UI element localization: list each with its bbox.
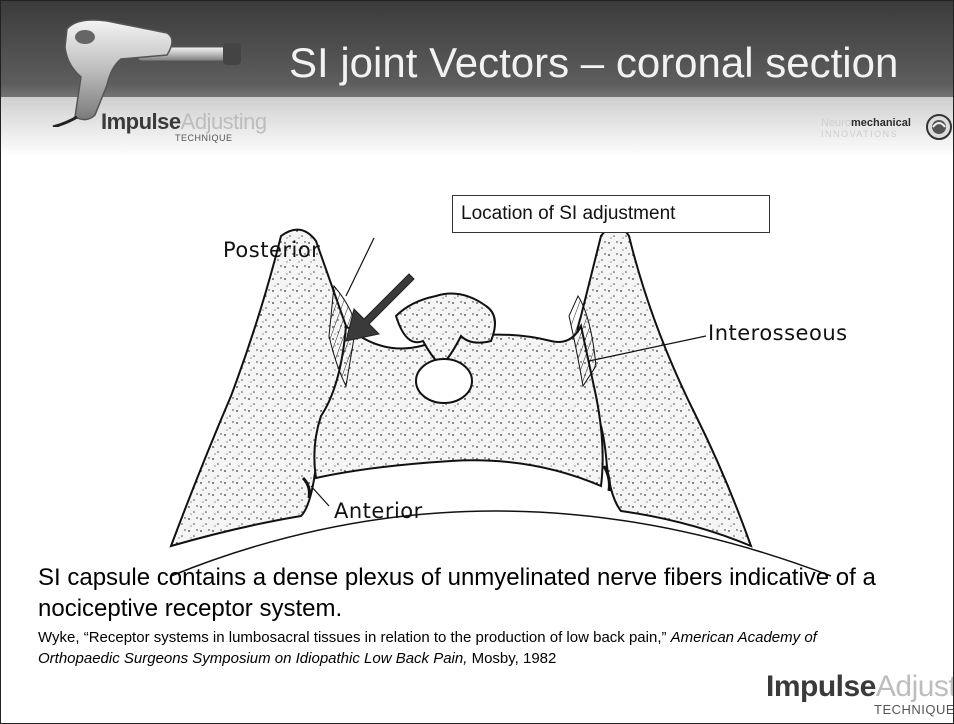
logo-sub-technique-footer: TECHNIQUE xyxy=(874,702,954,717)
logo-mechanical: mechanical xyxy=(851,117,911,129)
label-anterior: Anterior xyxy=(334,499,423,523)
seal-icon xyxy=(925,113,953,146)
callout-box: Location of SI adjustment xyxy=(452,195,770,233)
impulse-logo-footer: ImpulseAdjusting TECHNIQUE xyxy=(766,670,954,704)
logo-word-adjusting: Adjusting xyxy=(181,109,267,134)
impulse-logo-header: ImpulseAdjusting TECHNIQUE xyxy=(101,109,267,135)
logo-word-impulse-footer: Impulse xyxy=(766,670,876,703)
logo-innovations: INNOVATIONS xyxy=(821,129,911,139)
label-interosseous: Interosseous xyxy=(708,321,848,345)
citation: Wyke, “Receptor systems in lumbosacral t… xyxy=(38,627,838,669)
logo-sub-technique: TECHNIQUE xyxy=(175,133,233,143)
si-joint-coronal-figure: Posterior Interosseous Anterior xyxy=(151,216,861,594)
logo-neuro: Neuro xyxy=(821,117,851,129)
statement-text: SI capsule contains a dense plexus of un… xyxy=(38,562,938,624)
slide-title: SI joint Vectors – coronal section xyxy=(289,39,898,87)
citation-tail: Mosby, 1982 xyxy=(467,650,556,667)
callout-text: Location of SI adjustment xyxy=(461,203,675,225)
neuromechanical-logo: Neuromechanical INNOVATIONS xyxy=(821,117,911,139)
label-posterior: Posterior xyxy=(223,238,320,262)
citation-plain: Wyke, “Receptor systems in lumbosacral t… xyxy=(38,629,671,646)
logo-word-adjusting-footer: Adjusting xyxy=(876,670,954,703)
logo-word-impulse: Impulse xyxy=(101,109,181,134)
